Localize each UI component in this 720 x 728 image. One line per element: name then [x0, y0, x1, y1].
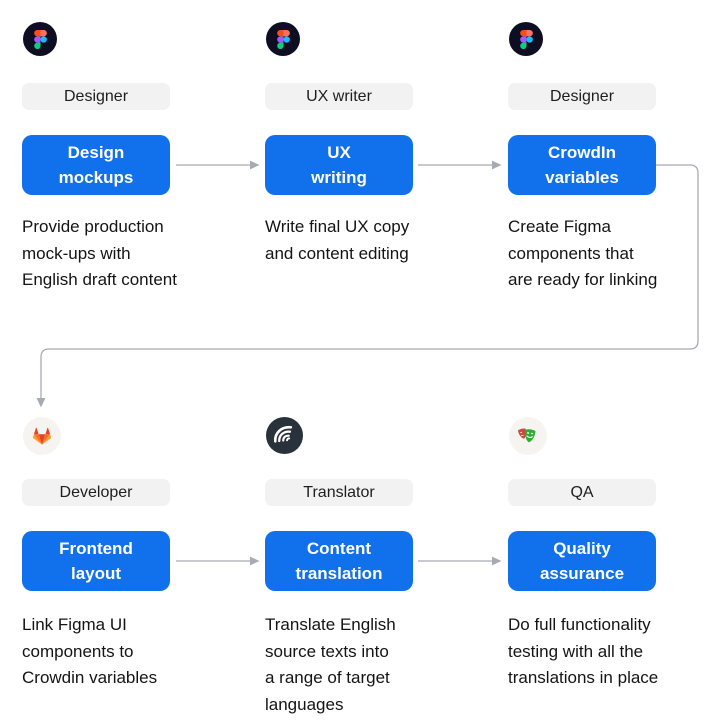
figma-icon — [509, 22, 543, 56]
step-description: Do full functionality testing with all t… — [508, 615, 659, 687]
role-label: Designer — [549, 87, 615, 105]
step-description: Write final UX copy and content editing — [265, 217, 410, 263]
playwright-masks-icon — [509, 417, 547, 455]
step-description: Translate English source texts into a ra… — [265, 615, 396, 714]
frontend-layout-button[interactable]: Frontend layout — [22, 531, 170, 591]
role-badge-designer: Designer — [508, 83, 656, 110]
role-badge-ux-writer: UX writer — [265, 83, 413, 110]
figma-icon — [266, 22, 300, 56]
arrowhead-2 — [492, 160, 502, 170]
role-label: QA — [570, 483, 594, 501]
arrowhead-4 — [250, 556, 260, 566]
arrowhead-1 — [250, 160, 260, 170]
role-badge-qa: QA — [508, 479, 656, 506]
ux-writing-button[interactable]: UX writing — [265, 135, 413, 195]
role-badge-translator: Translator — [265, 479, 413, 506]
role-label: Translator — [303, 483, 375, 501]
gitlab-icon — [23, 417, 61, 455]
role-label: Developer — [59, 483, 133, 501]
crowdin-variables-button[interactable]: CrowdIn variables — [508, 135, 656, 195]
quality-assurance-button[interactable]: Quality assurance — [508, 531, 656, 591]
step-description: Provide production mock-ups with English… — [22, 217, 177, 289]
content-translation-button[interactable]: Content translation — [265, 531, 413, 591]
role-badge-designer: Designer — [22, 83, 170, 110]
step-description: Link Figma UI components to Crowdin vari… — [22, 615, 158, 687]
role-label: Designer — [63, 87, 129, 105]
role-label: UX writer — [306, 87, 372, 105]
arrowhead-5 — [492, 556, 502, 566]
design-mockups-button[interactable]: Design mockups — [22, 135, 170, 195]
figma-icon — [23, 22, 57, 56]
step-description: Create Figma components that are ready f… — [508, 217, 658, 289]
role-badge-developer: Developer — [22, 479, 170, 506]
crowdin-icon — [266, 417, 303, 454]
arrowhead-down — [36, 398, 46, 408]
